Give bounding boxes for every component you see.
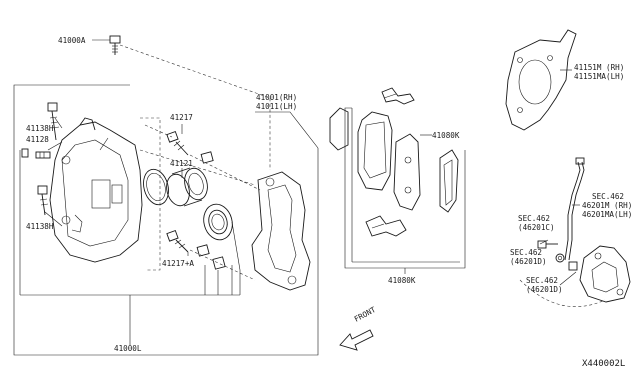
label-sec462-c: SEC.462 [526, 276, 558, 285]
label-41080k-top: 41080K [432, 131, 460, 140]
bolt-41138h-lower [37, 185, 49, 216]
bleeder-41128 [21, 148, 51, 159]
leader-41138h-lower [44, 211, 63, 227]
label-sec462-b-ref: (46201D) [510, 257, 547, 266]
caliper-assembly-frame [13, 84, 319, 356]
leader-dust-boot [231, 221, 241, 271]
leader-sec462-b [539, 239, 549, 245]
label-41217a: 41217+A [162, 259, 194, 268]
leader-41001 [255, 111, 319, 149]
hose-fitting-bolt [537, 240, 558, 249]
brake-pad-outer [357, 111, 393, 191]
label-41151ma: 41151MA(LH) [574, 72, 624, 81]
label-sec462-a: SEC.462 [518, 214, 550, 223]
label-41138h-lower: 41138H [26, 222, 54, 231]
dashed-guide-41217b [189, 154, 261, 191]
hose-fitting-washer [555, 253, 578, 271]
leader-41128 [47, 141, 63, 151]
label-41080k-bottom: 41080K [388, 276, 416, 285]
label-46201m: 46201M (RH) [582, 201, 632, 210]
bolt-41138h-upper [47, 102, 60, 141]
caliper-bracket [251, 171, 311, 291]
leader-41138h-upper [54, 117, 63, 129]
label-41138h-upper: 41138H [26, 124, 54, 133]
label-sec462-a-ref: (46201C) [518, 223, 555, 232]
label-46201ma: 46201MA(LH) [582, 210, 632, 219]
nut-41217a [196, 244, 226, 270]
splash-shield [505, 29, 577, 131]
dashed-guide-caliper [139, 149, 256, 186]
pad-shim-right [439, 149, 459, 213]
bolt-41000a [109, 35, 121, 55]
label-front: FRONT [353, 305, 378, 324]
pad-clip-top [381, 87, 415, 105]
label-41217: 41217 [170, 113, 193, 122]
label-41000a: 41000A [58, 36, 86, 45]
label-41121: 41121 [170, 159, 193, 168]
dashed-guide-41217 [144, 124, 173, 138]
label-sec462-d: SEC.462 [592, 192, 624, 201]
label-41128: 41128 [26, 135, 49, 144]
pin-41217a [166, 229, 189, 253]
direction-arc [519, 279, 606, 307]
brake-pad-inner [393, 133, 421, 211]
dashed-guide-box [140, 117, 161, 271]
brake-hose [564, 157, 585, 261]
caliper-body [49, 117, 143, 263]
dashed-guide-41217a [189, 249, 256, 281]
seal-ring [143, 168, 169, 206]
dust-boot [203, 203, 233, 241]
label-sec462-b: SEC.462 [510, 248, 542, 257]
label-41151m: 41151M (RH) [574, 63, 624, 72]
pad-clip-bottom [365, 215, 407, 237]
nut-41217 [200, 151, 214, 164]
front-arrow-icon [339, 329, 374, 351]
pin-41217 [166, 130, 189, 156]
diagram-code: X440002L [582, 359, 625, 369]
leader-sec462-c [559, 271, 577, 286]
pad-kit-frame [344, 107, 466, 269]
steering-knuckle [579, 245, 631, 303]
label-sec462-c-ref: (46201D) [526, 285, 563, 294]
label-41011: 41011(LH) [256, 102, 297, 111]
piston-41121 [166, 167, 208, 207]
pad-shim-left [329, 107, 349, 151]
dashed-guide-41000a [119, 44, 271, 170]
label-41001: 41001(RH) [256, 93, 297, 102]
label-41000l: 41000L [114, 344, 142, 353]
